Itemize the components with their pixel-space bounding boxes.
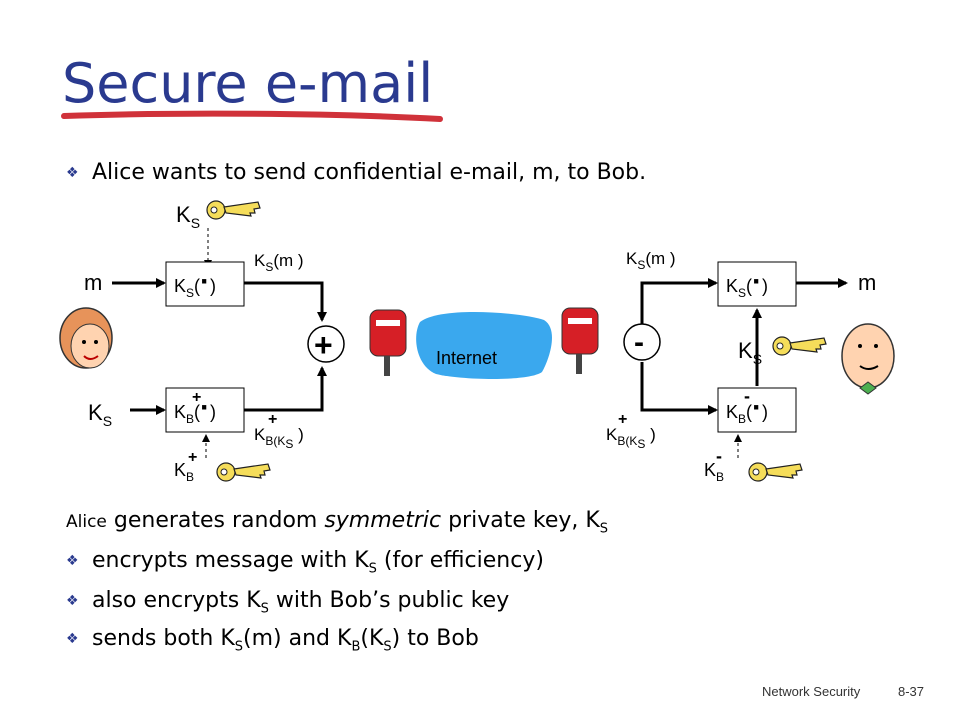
minus-superscript: -: [716, 446, 722, 466]
bullet3-b: (m) and K: [243, 626, 352, 651]
alice-word: Alice: [66, 512, 107, 532]
summary-bullet-1: ❖ encrypts message with KS (for efficienc…: [66, 548, 544, 576]
plus-superscript: +: [268, 411, 277, 428]
bob-kb-box-text: KB(·): [726, 391, 768, 426]
bullet3-d: ) to Bob: [391, 626, 479, 651]
slide-title: Secure e-mail: [62, 52, 434, 115]
plus-symbol: +: [314, 327, 333, 363]
alice-ks-m-label: KS(m ): [254, 251, 304, 274]
intro-bullet: ❖ Alice wants to send confidential e-mail…: [66, 160, 646, 185]
plus-superscript: +: [618, 411, 627, 428]
bullet2-a: also encrypts K: [92, 588, 261, 613]
alice-ks-box-text: KS(·): [174, 265, 216, 300]
bullet3-a: sends both K: [92, 626, 235, 651]
bob-m-label: m: [858, 270, 876, 295]
alice-avatar: [59, 307, 113, 369]
bob-private-decrypt-box: [717, 387, 797, 433]
footer-page-number: 8-37: [898, 684, 925, 699]
alice-public-encrypt-box: [165, 387, 245, 433]
alice-kb-plus-label: KB: [174, 460, 194, 484]
internet-label: Internet: [436, 348, 497, 368]
summary-heading: Alice generates random symmetric private…: [66, 508, 608, 536]
subscript-s: S: [234, 639, 244, 655]
alice-mailbox-icon: [369, 309, 407, 376]
subscript-s: S: [383, 639, 392, 655]
bob-mailbox-icon: [561, 307, 599, 374]
bullet-icon: ❖: [66, 165, 79, 181]
internet-cloud: Internet: [416, 311, 552, 379]
plus-superscript: +: [188, 449, 197, 466]
bob-kb-ks-label: KB(KS ): [606, 425, 656, 451]
summary-bullet-2: ❖ also encrypts KS with Bob’s public key: [66, 588, 509, 616]
subscript-s: S: [368, 561, 377, 577]
footer-course: Network Security: [762, 684, 861, 699]
bob-ks-box-text: KS(·): [726, 265, 768, 300]
key-icon: [206, 200, 261, 220]
bullet-icon: ❖: [66, 553, 79, 569]
bullet-icon: ❖: [66, 593, 79, 609]
minus-superscript: -: [744, 386, 750, 406]
alice-m-label: m: [84, 270, 102, 295]
minus-symbol: -: [634, 326, 644, 359]
plus-superscript: +: [192, 389, 201, 406]
key-icon: [772, 336, 827, 356]
alice-symmetric-encrypt-box: [165, 261, 245, 307]
bullet3-c: (K: [360, 626, 384, 651]
key-icon: [216, 462, 271, 482]
bullet1-b: (for efficiency): [376, 548, 544, 573]
bob-ks-m-label: KS(m ): [626, 249, 676, 272]
alice-ks-input-label: KS: [88, 400, 112, 429]
line1-end: private key, K: [441, 508, 600, 533]
subscript-s: S: [599, 521, 609, 537]
bob-avatar: [841, 323, 895, 395]
line1-text: generates random: [106, 508, 325, 533]
alice-ks-label: KS: [176, 202, 200, 231]
alice-concat-node: [307, 325, 345, 363]
key-icon: [748, 462, 803, 482]
symmetric-word: symmetric: [324, 508, 442, 533]
bullet-icon: ❖: [66, 631, 79, 647]
bob-kb-minus-label: KB: [704, 460, 724, 484]
bullet2-b: with Bob’s public key: [268, 588, 510, 613]
alice-kb-ks-label: KB(KS ): [254, 425, 304, 451]
subscript-s: S: [260, 601, 269, 617]
alice-kb-box-text: KB(·): [174, 391, 216, 426]
intro-text: Alice wants to send confidential e-mail,…: [92, 160, 647, 185]
title-underline: [61, 110, 443, 122]
bullet1-a: encrypts message with K: [92, 548, 369, 573]
summary-bullet-3: ❖sends both KS(m) and KB(KS) to Bob: [66, 626, 479, 654]
subscript-b: B: [351, 639, 361, 655]
bob-symmetric-decrypt-box: [717, 261, 797, 307]
